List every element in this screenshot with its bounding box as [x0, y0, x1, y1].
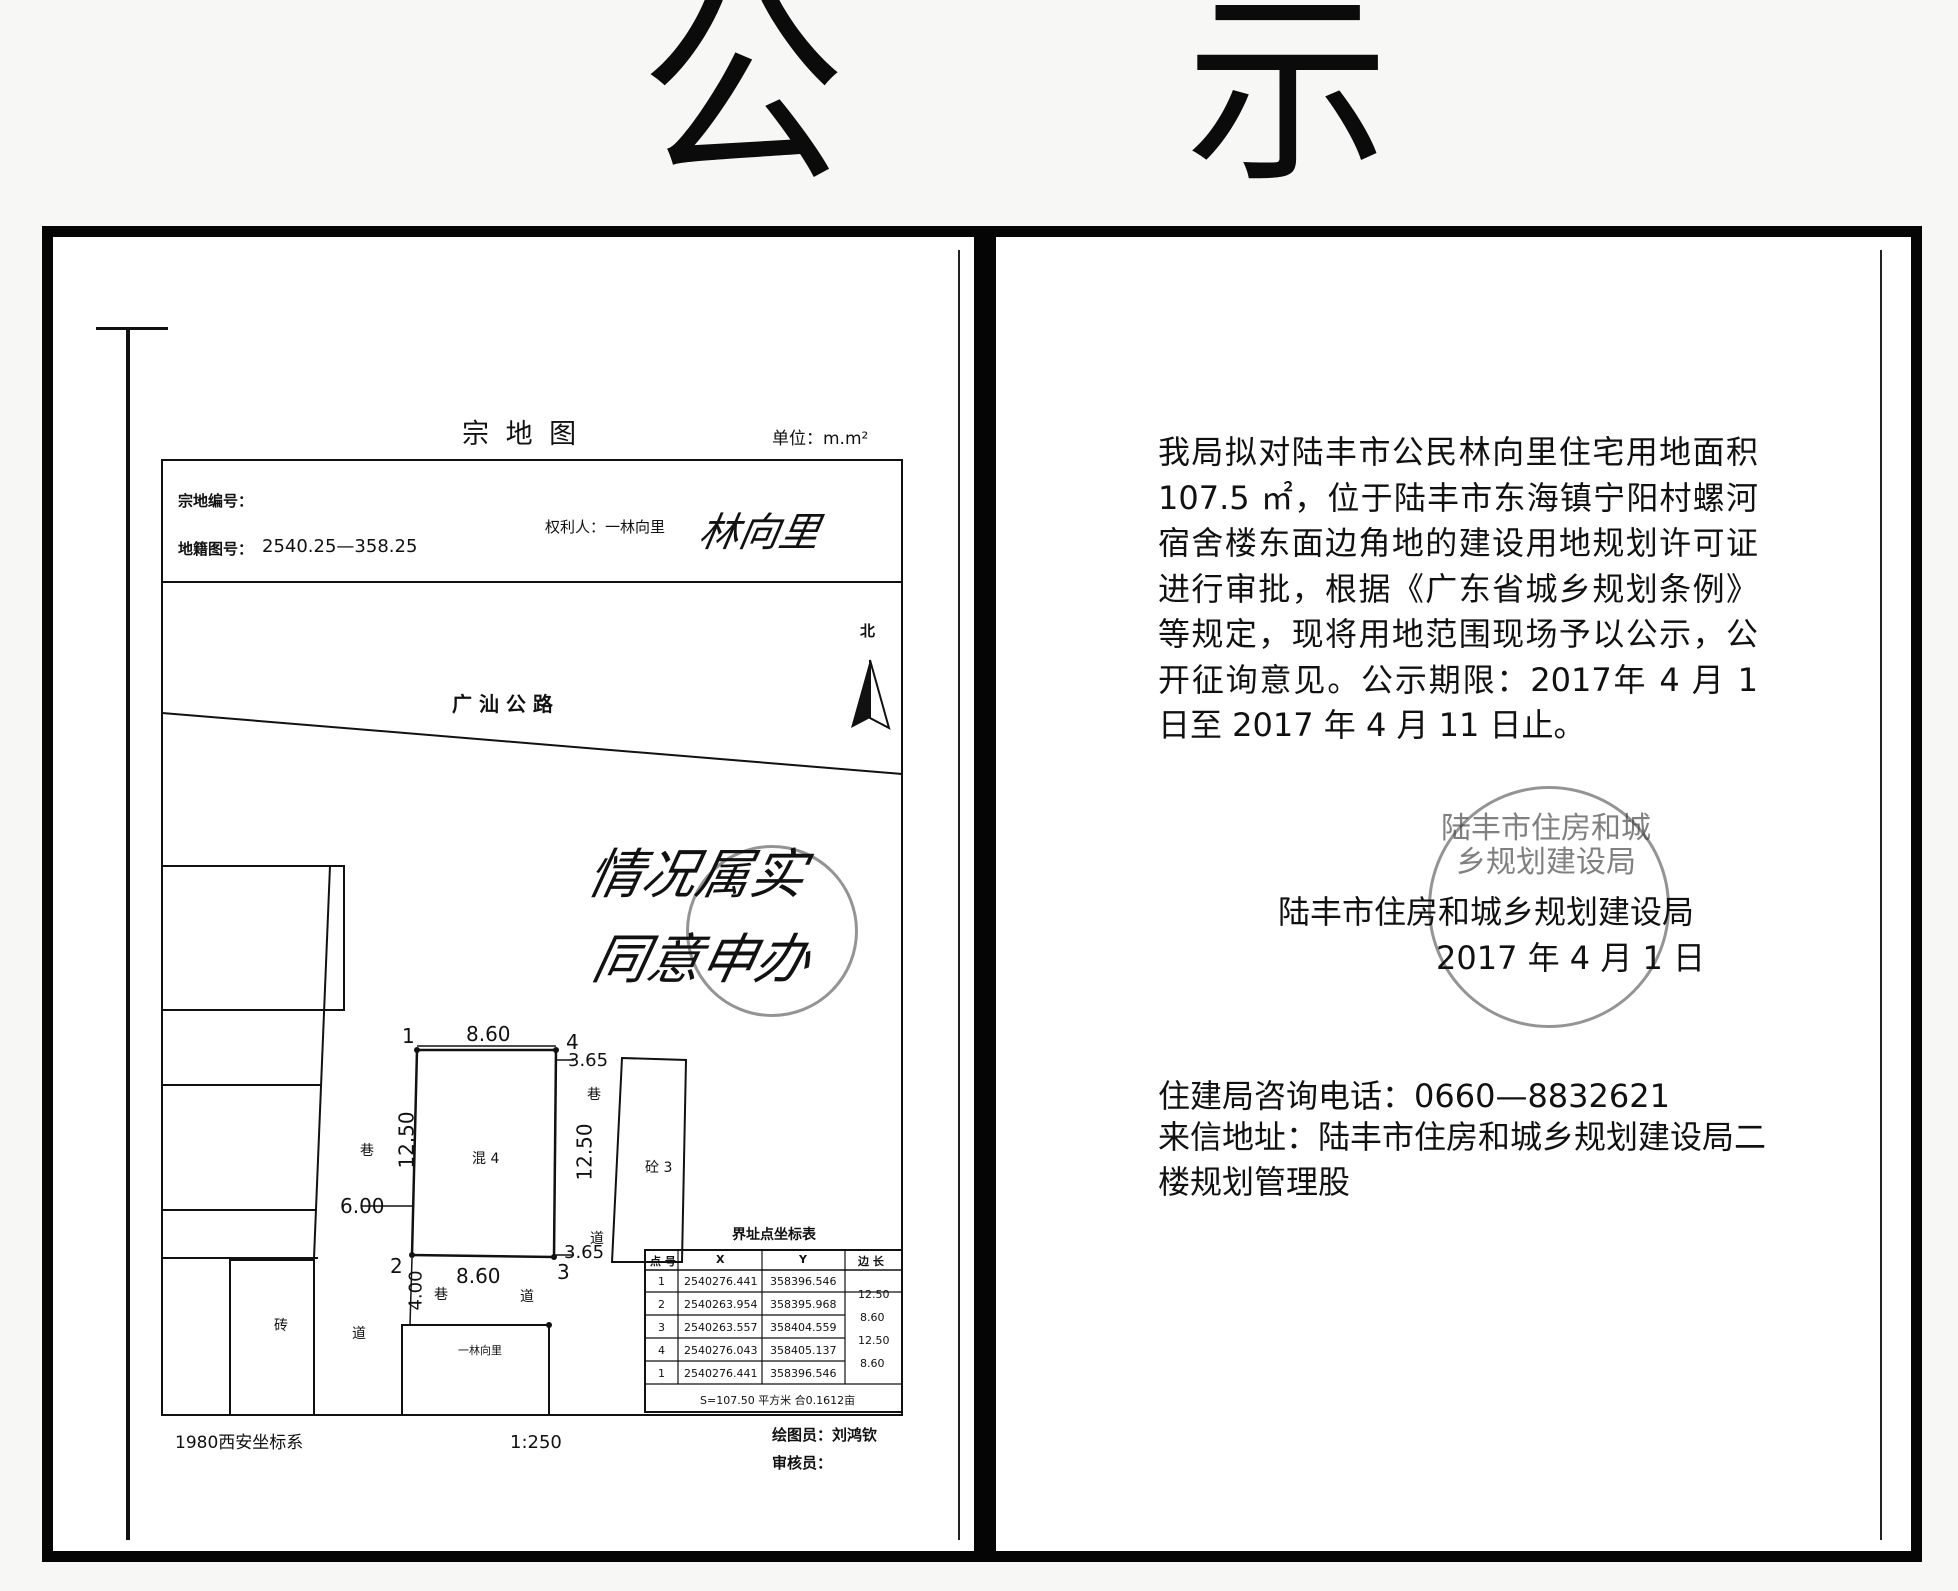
coord-header-no: 点 号: [650, 1255, 676, 1268]
coord-row-1-no: 1: [658, 1275, 665, 1288]
coord-table-border: [644, 1249, 903, 1413]
title-char-gong: 公: [640, 0, 845, 211]
coord-row-1-y: 358396.546: [770, 1275, 837, 1288]
coord-row-4-y: 358405.137: [770, 1344, 837, 1357]
left-panel-edge: [958, 250, 960, 1540]
coord-row-5-no: 1: [658, 1367, 665, 1380]
point-4-label: 4: [566, 1030, 579, 1054]
coord-system: 1980西安坐标系: [175, 1433, 304, 1453]
left-margin-line: [126, 328, 130, 1540]
side-length-2: 8.60: [860, 1311, 885, 1324]
coord-row-2-no: 2: [658, 1298, 665, 1311]
right-panel-edge: [1880, 250, 1882, 1540]
building-right-label: 砼 3: [645, 1160, 673, 1176]
building-brick-label: 砖: [274, 1318, 288, 1334]
dim-left-gap-label: 6.00: [340, 1194, 385, 1218]
coord-row-4-x: 2540276.043: [684, 1344, 758, 1357]
contact-address: 来信地址：陆丰市住房和城乡规划建设局二楼规划管理股: [1158, 1118, 1767, 1201]
notice-body: 我局拟对陆丰市公民林向里住宅用地面积 107.5 ㎡，位于陆丰市东海镇宁阳村螺河…: [1158, 433, 1758, 744]
coord-row-4-no: 4: [658, 1344, 665, 1357]
contact-phone: 住建局咨询电话：0660—8832621: [1158, 1077, 1670, 1115]
parcel-no-label: 宗地编号：: [178, 492, 254, 510]
dim-bottom-gap-label: 4.00: [405, 1270, 427, 1311]
bureau-stamp: [1428, 786, 1670, 1028]
point-2-label: 2: [390, 1254, 403, 1278]
building-owner-label: 一林向里: [458, 1344, 502, 1357]
north-label: 北: [860, 622, 876, 640]
notice-panel: 我局拟对陆丰市公民林向里住宅用地面积 107.5 ㎡，位于陆丰市东海镇宁阳村螺河…: [1158, 430, 1758, 749]
issuer: 陆丰市住房和城乡规划建设局: [1278, 893, 1695, 931]
handwritten-approval-2: 同意申办: [587, 928, 817, 991]
map-scale: 1:250: [510, 1432, 562, 1453]
dim-bottom-label: 8.60: [456, 1264, 501, 1288]
drafter: 绘图员：刘鸿钦: [772, 1426, 878, 1444]
map-title: 宗 地 图: [462, 419, 581, 450]
lane-bottom-label: 巷: [434, 1287, 448, 1303]
point-1-label: 1: [402, 1024, 415, 1048]
side-length-1: 12.50: [858, 1288, 890, 1301]
owner-signature: 林向里: [695, 510, 824, 556]
lane-right-label: 巷: [587, 1087, 601, 1103]
divider-bar: [974, 236, 996, 1552]
coord-row-5-y: 358396.546: [770, 1367, 837, 1380]
dim-top-label: 8.60: [466, 1022, 511, 1046]
north-arrow-right: [869, 659, 891, 730]
coord-header-y: Y: [799, 1253, 807, 1266]
road-edge-top: [161, 712, 903, 775]
point-2-marker: [409, 1252, 415, 1258]
dim-bottom-gap: [409, 1257, 413, 1326]
point-3-marker: [551, 1254, 557, 1260]
left-margin-tick: [96, 327, 168, 330]
map-unit: 单位：m.m²: [772, 429, 869, 449]
road-bottom-label: 道: [520, 1289, 534, 1305]
building-left-block-1: [162, 865, 345, 1011]
point-1-marker: [414, 1047, 420, 1053]
dim-bottom-right-gap-label: 3.65: [564, 1242, 605, 1263]
map-no-label: 地籍图号：: [178, 540, 254, 558]
coord-row-3-x: 2540263.557: [684, 1321, 758, 1334]
coord-table-title: 界址点坐标表: [732, 1227, 816, 1243]
point-4-marker: [553, 1047, 559, 1053]
coord-row-1-x: 2540276.441: [684, 1275, 758, 1288]
owner-label: 权利人：一林向里: [545, 518, 666, 536]
dim-right-label: 12.50: [572, 1123, 597, 1181]
coord-row-3-no: 3: [658, 1321, 665, 1334]
coord-header-len: 边 长: [858, 1255, 884, 1268]
dim-left-label: 12.50: [394, 1111, 419, 1169]
issue-date: 2017 年 4 月 1 日: [1436, 939, 1706, 977]
point-3-label: 3: [557, 1260, 570, 1284]
side-length-4: 8.60: [860, 1357, 885, 1370]
road-label: 广 汕 公 路: [452, 692, 553, 716]
building-brick: [229, 1259, 315, 1416]
building-left-edge: [313, 865, 331, 1259]
road-right-label: 道: [590, 1231, 604, 1247]
title-char-shi: 示: [1185, 0, 1390, 211]
building-main-label: 混 4: [472, 1151, 500, 1167]
handwritten-approval-1: 情况属实: [582, 843, 812, 906]
building-owner-corner: [546, 1322, 552, 1328]
coord-row-3-y: 358404.559: [770, 1321, 837, 1334]
north-arrow: [851, 660, 870, 728]
road-lower-label: 道: [352, 1326, 366, 1342]
area-summary: S=107.50 平方米 合0.1612亩: [700, 1394, 856, 1407]
bureau-stamp-text: 陆丰市住房和城乡规划建设局: [1441, 811, 1651, 880]
dim-top-right-gap-label: 3.65: [568, 1050, 609, 1071]
lane-left-label: 巷: [360, 1143, 374, 1159]
reviewer: 审核员：: [772, 1454, 833, 1472]
coord-row-5-x: 2540276.441: [684, 1367, 758, 1380]
coord-row-2-y: 358395.968: [770, 1298, 837, 1311]
map-no-value: 2540.25—358.25: [262, 536, 418, 557]
coord-row-2-x: 2540263.954: [684, 1298, 758, 1311]
building-right: [610, 1056, 688, 1263]
side-length-3: 12.50: [858, 1334, 890, 1347]
building-owner: [401, 1324, 550, 1416]
approval-stamp: [686, 845, 858, 1017]
coord-header-x: X: [716, 1253, 725, 1266]
